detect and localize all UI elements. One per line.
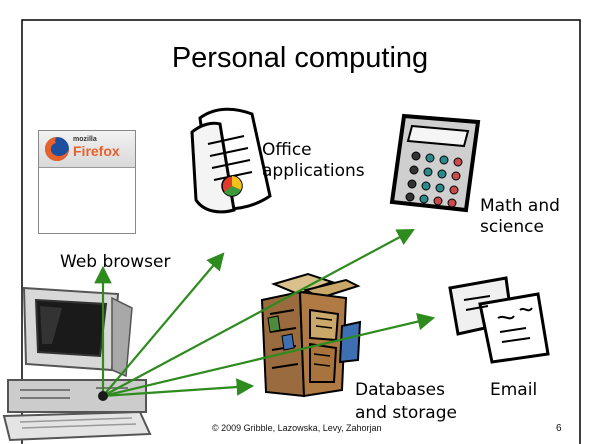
calculator-icon [389,113,481,213]
label-databases: Databases and storage [355,380,457,424]
arrow-to-email [102,312,436,398]
browser-window: mozilla Firefox [38,130,136,234]
arrow-to-office [102,252,225,397]
label-math-line2: science [480,217,544,237]
email-letters-icon [448,276,550,364]
arrow-to-math [102,228,415,397]
footer-credit: © 2009 Gribble, Lazowska, Levy, Zahorjan [212,423,382,433]
label-email: Email [490,380,538,400]
page-number: 6 [556,423,562,434]
browser-logo-small-text: mozilla [73,136,97,143]
slide-title: Personal computing [171,42,429,74]
arrow-origin-dot [98,391,108,401]
label-office-line2: applications [262,161,365,181]
label-databases-line2: and storage [355,403,457,423]
browser-logo-name: Firefox [73,143,120,159]
label-databases-line1: Databases [355,380,445,400]
file-cabinet-icon [260,272,362,398]
label-math: Math and science [480,196,560,238]
label-math-line1: Math and [480,196,560,216]
label-office: Office applications [262,140,365,182]
arrow-to-database [102,378,255,398]
label-web-browser: Web browser [60,252,171,272]
label-office-line1: Office [262,140,312,160]
office-document-icon [190,107,272,214]
firefox-logo-icon [45,137,69,161]
desktop-computer-icon [2,286,152,442]
